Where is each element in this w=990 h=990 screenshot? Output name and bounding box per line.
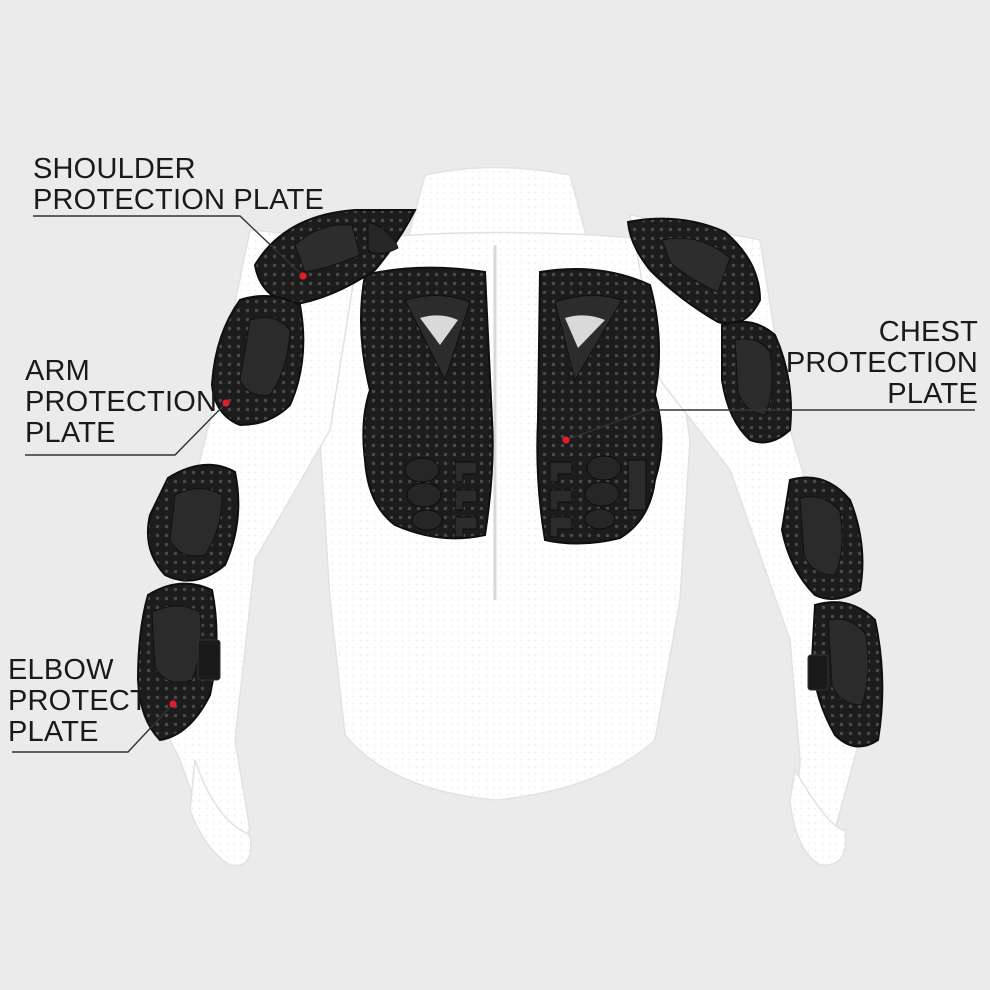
- callout-line: ELBOW: [8, 654, 114, 686]
- arm-leader-line: [25, 402, 227, 456]
- callout-line: CHEST: [878, 316, 978, 348]
- elbow-plate-left: [136, 582, 221, 742]
- leader-lines: [12, 215, 975, 753]
- elbow-callout-label: ELBOW PROTECT PLATE: [8, 655, 148, 748]
- elbow-leader-line: [12, 703, 174, 753]
- chest-leader-line: [565, 409, 975, 441]
- arm-plate-right: [721, 320, 792, 444]
- chest-callout-label: CHEST PROTECTION PLATE: [786, 317, 978, 410]
- callout-line: PROTECT: [8, 685, 148, 717]
- shoulder-marker-dot: [299, 272, 307, 280]
- forearm-plate-right: [780, 476, 864, 600]
- chest-plate-left: [360, 266, 494, 540]
- shoulder-plate-left: [253, 209, 417, 307]
- arm-plate-left: [210, 295, 305, 427]
- callout-line: ARM: [25, 355, 91, 387]
- callout-line: SHOULDER: [33, 153, 196, 185]
- forearm-plate-left: [146, 463, 240, 582]
- callout-line: PROTECTION: [785, 347, 978, 379]
- elbow-marker-dot: [169, 700, 177, 708]
- arm-marker-dot: [222, 399, 230, 407]
- callout-line: PLATE: [887, 378, 978, 410]
- callout-line: PROTECTION: [25, 386, 218, 418]
- shoulder-plate-right: [626, 217, 762, 325]
- chest-marker-dot: [562, 436, 570, 444]
- callout-line: PROTECTION PLATE: [33, 184, 325, 216]
- shoulder-callout-label: SHOULDER PROTECTION PLATE: [33, 154, 324, 216]
- elbow-plate-right: [807, 601, 884, 748]
- callout-line: PLATE: [8, 716, 99, 748]
- callout-line: PLATE: [25, 417, 116, 449]
- arm-callout-label: ARM PROTECTION PLATE: [25, 356, 217, 449]
- callout-markers: [169, 272, 570, 708]
- shoulder-leader-line: [33, 215, 304, 277]
- chest-plate-right: [536, 268, 663, 545]
